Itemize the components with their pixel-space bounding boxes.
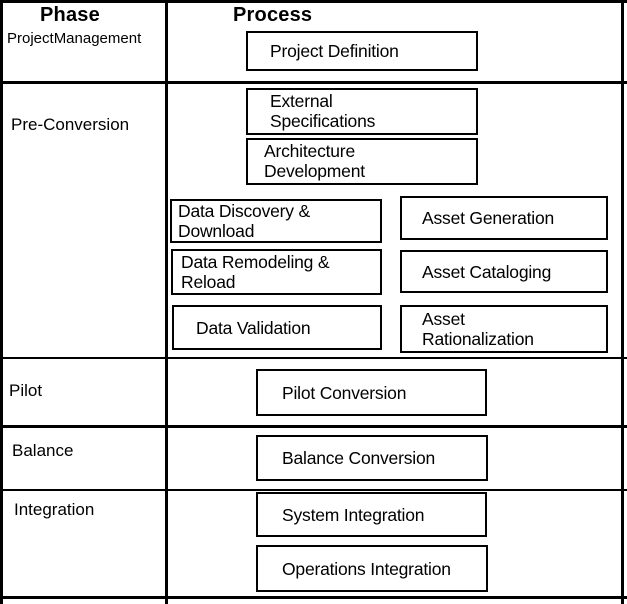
process-box-asset-cataloging: Asset Cataloging	[400, 250, 608, 293]
process-box-asset-generation: Asset Generation	[400, 196, 608, 240]
row-divider-pilot	[0, 425, 627, 428]
outer-border-top	[0, 0, 627, 3]
process-box-operations-integration: Operations Integration	[256, 545, 488, 592]
process-box-data-discovery-download: Data Discovery & Download	[170, 199, 382, 243]
process-box-data-remodeling-reload: Data Remodeling & Reload	[171, 249, 382, 295]
col-header-process: Process	[233, 4, 313, 26]
process-box-pilot-conversion: Pilot Conversion	[256, 369, 487, 416]
phase-label-integration: Integration	[14, 500, 95, 519]
phase-label-project-management: ProjectManagement	[7, 30, 142, 47]
process-box-balance-conversion: Balance Conversion	[256, 435, 488, 481]
row-divider-integration	[0, 596, 627, 599]
row-divider-project-management	[0, 81, 627, 84]
process-box-asset-rationalization: Asset Rationalization	[400, 305, 608, 353]
outer-border-right	[621, 0, 624, 604]
col-header-phase: Phase	[40, 4, 100, 26]
row-divider-balance	[0, 488, 627, 491]
outer-border-left	[0, 0, 3, 604]
process-box-data-validation: Data Validation	[172, 305, 382, 350]
phase-label-pilot: Pilot	[9, 381, 43, 400]
phase-label-pre-conversion: Pre-Conversion	[11, 115, 130, 134]
phase-label-balance: Balance	[12, 441, 74, 460]
process-box-architecture-development: Architecture Development	[246, 138, 478, 185]
process-box-system-integration: System Integration	[256, 492, 487, 537]
row-divider-pre-conversion	[0, 356, 627, 359]
column-divider	[165, 0, 168, 604]
process-box-external-specifications: External Specifications	[246, 88, 478, 135]
process-box-project-definition: Project Definition	[246, 31, 478, 71]
